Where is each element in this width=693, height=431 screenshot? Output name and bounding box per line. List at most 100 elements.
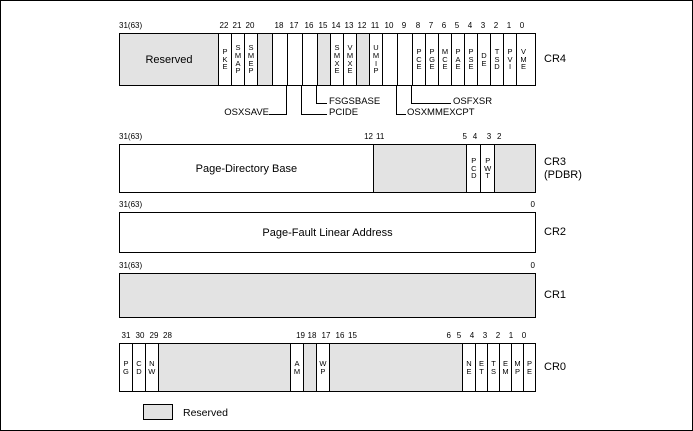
callout-pcide-stem xyxy=(301,86,302,114)
cr3-field-pdb-label: Page-Directory Base xyxy=(195,162,298,175)
cr4-field-pae-label: P A E xyxy=(455,47,461,72)
register-cr0: P G C D N W A M W P N E E T T S E M M P … xyxy=(119,343,536,392)
cr4-tick-22: 22 xyxy=(219,21,229,30)
cr4-tick-13: 13 xyxy=(344,21,354,30)
cr4-tick-1: 1 xyxy=(506,21,512,30)
callout-pcide-label: PCIDE xyxy=(329,107,359,118)
cr1-name: CR1 xyxy=(544,289,567,301)
register-cr1 xyxy=(119,273,536,318)
cr2-field-page-fault-linear-address: Page-Fault Linear Address xyxy=(120,213,535,252)
cr4-field-mce: M C E xyxy=(439,34,452,85)
cr4-tick-20: 20 xyxy=(245,21,255,30)
cr0-field-pg-label: P G xyxy=(123,358,129,376)
cr4-tick-14: 14 xyxy=(331,21,341,30)
cr0-field-cd-label: C D xyxy=(136,358,142,376)
cr3-field-bits11-5-reserved xyxy=(373,145,468,192)
cr4-field-smxe-label: S M X E xyxy=(333,43,341,76)
cr4-field-bit15-reserved xyxy=(318,34,331,85)
cr4-field-pke: P K E xyxy=(219,34,232,85)
cr2-field-pfla-label: Page-Fault Linear Address xyxy=(262,226,393,239)
cr4-tick-3: 3 xyxy=(480,21,486,30)
cr0-tick-2: 2 xyxy=(495,331,501,340)
cr0-tick-19: 19 xyxy=(296,331,305,340)
cr4-field-bit19-reserved xyxy=(258,34,273,85)
cr4-field-tsd: T S D xyxy=(491,34,504,85)
cr4-field-fsgsbase xyxy=(303,34,318,85)
cr1-tick-left: 31(63) xyxy=(119,261,143,270)
cr1-field-reserved xyxy=(120,274,535,317)
cr4-field-pcide xyxy=(288,34,303,85)
cr3-field-bits2-0-reserved xyxy=(495,145,535,192)
cr0-field-bit17-reserved xyxy=(304,344,317,391)
cr0-field-ts: T S xyxy=(488,344,501,391)
register-cr2: Page-Fault Linear Address xyxy=(119,212,536,253)
cr0-field-wp: W P xyxy=(316,344,330,391)
cr0-field-nw-label: N W xyxy=(148,358,156,376)
cr4-field-reserved: Reserved xyxy=(120,34,219,85)
cr4-field-umip-label: U M I P xyxy=(372,43,380,76)
cr4-tick-0: 0 xyxy=(519,21,525,30)
cr4-field-umip: U M I P xyxy=(370,34,383,85)
cr4-field-vmxe-label: V M X E xyxy=(346,43,354,76)
cr4-name: CR4 xyxy=(544,53,567,65)
cr0-field-pe-label: P E xyxy=(527,358,533,376)
cr0-field-mp-label: M P xyxy=(514,358,521,376)
callout-fsgsbase-label: FSGSBASE xyxy=(329,96,381,107)
cr3-tick-12: 12 xyxy=(364,132,373,141)
cr0-field-ts-label: T S xyxy=(491,358,497,376)
register-cr3: Page-Directory Base P C D P W T xyxy=(119,144,536,193)
cr0-field-em-label: E M xyxy=(502,358,509,376)
cr4-field-vme: V M E xyxy=(517,34,530,85)
cr0-tick-16: 16 xyxy=(335,331,345,340)
cr4-tick-17: 17 xyxy=(289,21,299,30)
cr3-field-pcd: P C D xyxy=(467,145,482,192)
cr4-tick-12: 12 xyxy=(357,21,367,30)
cr3-tick-4: 4 xyxy=(472,132,478,141)
cr0-tick-17: 17 xyxy=(321,331,331,340)
cr4-tick-7: 7 xyxy=(428,21,434,30)
cr0-field-pg: P G xyxy=(120,344,133,391)
cr4-tick-15: 15 xyxy=(318,21,328,30)
cr4-tick-10: 10 xyxy=(384,21,394,30)
cr4-field-mce-label: M C E xyxy=(441,47,449,72)
cr4-tick-4: 4 xyxy=(467,21,473,30)
legend-reserved-swatch xyxy=(143,404,173,420)
cr4-field-pge-label: P G E xyxy=(429,47,435,72)
cr0-tick-1: 1 xyxy=(508,331,514,340)
cr4-tick-16: 16 xyxy=(304,21,314,30)
cr3-field-page-directory-base: Page-Directory Base xyxy=(120,145,374,192)
cr3-tick-2: 2 xyxy=(497,132,502,141)
cr4-field-smap: S M A P xyxy=(232,34,245,85)
cr3-tick-3: 3 xyxy=(486,132,492,141)
cr0-tick-15: 15 xyxy=(348,331,357,340)
callout-fsgsbase-arm xyxy=(316,103,327,104)
cr0-field-wp-label: W P xyxy=(319,358,327,376)
cr0-tick-4: 4 xyxy=(469,331,475,340)
callout-osxsave-label: OSXSAVE xyxy=(224,107,269,118)
cr0-field-et: E T xyxy=(475,344,488,391)
cr1-tick-0: 0 xyxy=(530,261,535,270)
cr4-field-pge: P G E xyxy=(426,34,439,85)
cr3-field-pwt: P W T xyxy=(481,145,496,192)
cr0-tick-31: 31 xyxy=(121,331,131,340)
cr3-field-pcd-label: P C D xyxy=(471,156,477,181)
cr0-tick-28: 28 xyxy=(163,331,172,340)
cr4-field-tsd-label: T S D xyxy=(494,47,500,72)
cr3-tick-5: 5 xyxy=(462,132,467,141)
cr0-field-am: A M xyxy=(291,344,304,391)
cr4-tick-11: 11 xyxy=(370,21,380,30)
cr4-field-pce-label: P C E xyxy=(416,47,422,72)
callout-osxmmexcpt-arm xyxy=(396,114,406,115)
cr4-field-osfxsr xyxy=(398,34,413,85)
callout-osfxsr-label: OSFXSR xyxy=(453,96,493,107)
cr4-field-pce: P C E xyxy=(413,34,426,85)
cr4-field-osxmmexcpt xyxy=(383,34,398,85)
cr4-field-reserved-label: Reserved xyxy=(145,53,193,66)
cr4-field-pse-label: P S E xyxy=(468,47,474,72)
callout-fsgsbase-stem xyxy=(316,86,317,103)
cr4-tick-2: 2 xyxy=(493,21,499,30)
cr0-tick-5: 5 xyxy=(456,331,462,340)
cr0-tick-18: 18 xyxy=(307,331,317,340)
cr2-tick-left: 31(63) xyxy=(119,200,143,209)
cr4-field-osxsave xyxy=(273,34,288,85)
